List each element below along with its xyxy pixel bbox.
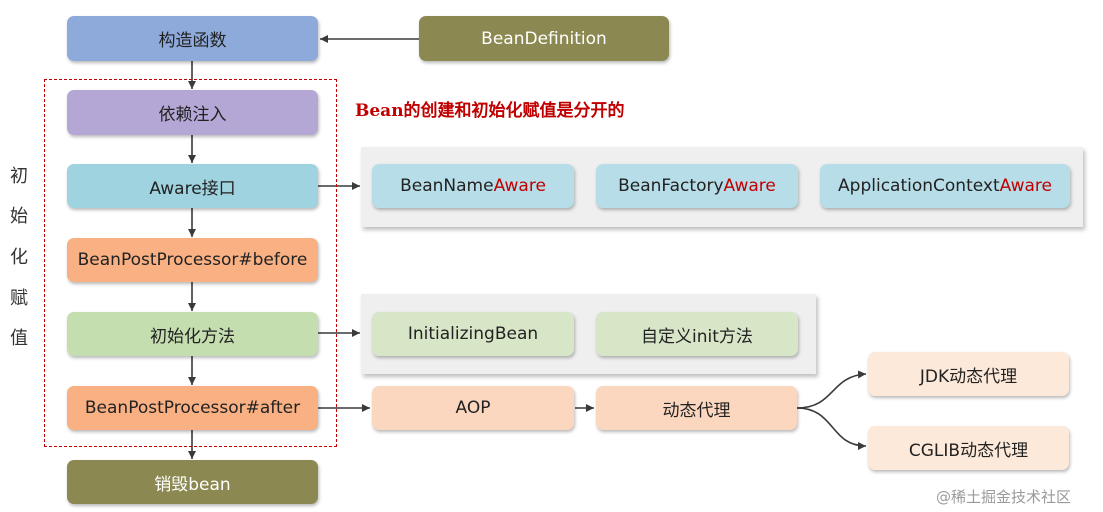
side-label-char: 化 (10, 247, 28, 268)
side-label-char: 赋 (10, 288, 28, 309)
destroy-bean-box: 销毁bean (67, 460, 318, 504)
aware-item-suffix: Aware (999, 176, 1052, 196)
side-label-char: 始 (10, 206, 28, 227)
initialization-region (44, 79, 337, 447)
dynamic-proxy-box: 动态代理 (596, 386, 797, 430)
initializing-bean-box: InitializingBean (372, 312, 574, 356)
init-method-box: 初始化方法 (67, 312, 318, 356)
arrow-proxy-to-cglib (796, 407, 867, 450)
side-label-char: 初 (10, 166, 28, 187)
dependency-injection-box: 依赖注入 (67, 90, 318, 135)
aop-box: AOP (372, 386, 574, 430)
post-processor-after-box: BeanPostProcessor#after (67, 386, 318, 430)
side-label-char: 值 (10, 328, 28, 349)
post-processor-before-box: BeanPostProcessor#before (67, 238, 318, 282)
aware-interface-box: Aware接口 (67, 164, 318, 208)
creation-note: Bean的创建和初始化赋值是分开的 (355, 101, 625, 121)
arrow-proxy-to-jdk (796, 370, 867, 409)
aware-item-suffix: Aware (493, 176, 546, 196)
aware-item-prefix: BeanFactory (618, 176, 724, 196)
jdk-proxy-box: JDK动态代理 (868, 352, 1069, 396)
bean-definition-box: BeanDefinition (419, 16, 669, 61)
aware-item-prefix: ApplicationContext (838, 176, 1000, 196)
cglib-proxy-box: CGLIB动态代理 (868, 426, 1069, 470)
aware-item-suffix: Aware (723, 176, 776, 196)
aware-item-prefix: BeanName (400, 176, 494, 196)
custom-init-method-box: 自定义init方法 (596, 312, 798, 356)
constructor-box: 构造函数 (67, 16, 318, 61)
watermark: @稀土掘金技术社区 (936, 488, 1072, 506)
